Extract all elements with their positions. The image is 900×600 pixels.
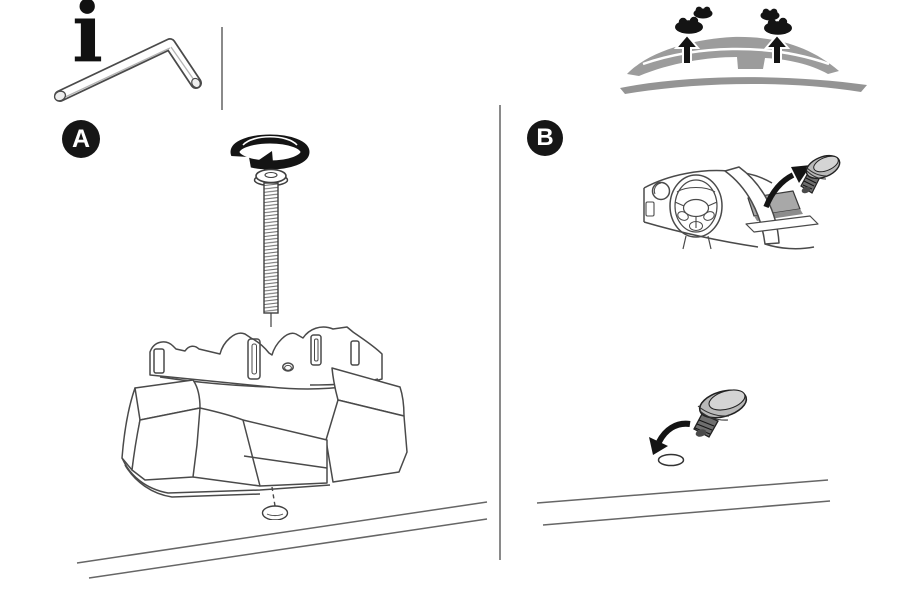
glovebox-lid — [745, 215, 819, 233]
foot-pad-base-skirt — [121, 457, 331, 494]
allen-key-icon — [53, 38, 202, 102]
step-b-badge: B — [527, 120, 563, 156]
foot-pad-bolt-hole — [282, 362, 294, 372]
up-arrow-icon — [673, 33, 701, 65]
insert-plug-arrow-icon — [649, 420, 691, 455]
dashboard-illustration — [643, 154, 841, 250]
foot-pad-back-wall — [149, 326, 383, 390]
info-divider-line — [221, 27, 223, 110]
foot-pad-center-panel — [242, 419, 328, 487]
steering-wheel-icon — [669, 174, 723, 250]
bolt-with-rotation-arrow — [228, 134, 310, 327]
section-divider-line — [499, 105, 501, 560]
removed-cover-plug-icon — [760, 8, 792, 35]
mounting-bolt-icon — [253, 168, 289, 327]
step-a-badge: A — [62, 120, 100, 158]
car-roof-overview-illustration — [620, 6, 867, 94]
threaded-plug-icon — [693, 389, 748, 438]
dashed-alignment-line — [271, 486, 276, 507]
gauge-icon — [651, 181, 671, 201]
roof-surface-lines-a — [76, 501, 488, 579]
insert-plug-illustration — [649, 389, 748, 467]
removed-cover-plug-icon — [675, 6, 713, 34]
threaded-plug-icon — [800, 154, 841, 194]
foot-pad-center-slot — [247, 338, 261, 380]
roof-side-band — [620, 77, 867, 94]
foot-pad-left-cushion-front — [131, 407, 201, 481]
up-arrow-icon — [763, 33, 791, 65]
roof-surface-lines-b — [536, 479, 831, 526]
info-icon: i — [72, 0, 104, 81]
foot-pad-illustration — [121, 326, 408, 520]
roof-fixpoint-hole — [657, 453, 685, 467]
roof-highlight-stripe — [642, 47, 830, 66]
rotation-arrow-icon — [228, 134, 310, 180]
roof-fixpoint-hole — [261, 505, 289, 520]
foot-pad-left-slot — [153, 348, 165, 374]
